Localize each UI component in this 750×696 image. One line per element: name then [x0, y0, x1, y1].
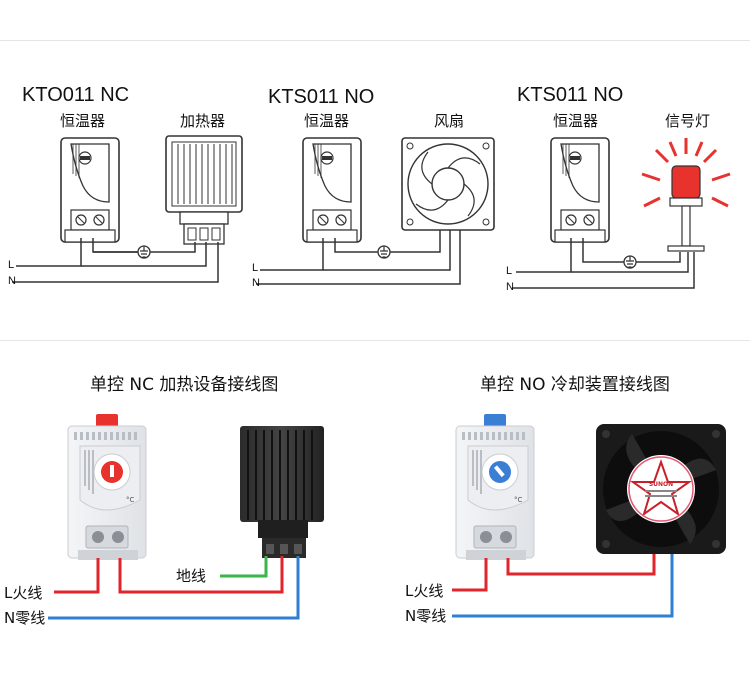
diagram2-device-label: 风扇 [434, 112, 465, 130]
signal-lamp-icon [641, 138, 731, 252]
no-wires [452, 554, 674, 618]
top-schematics [12, 135, 731, 289]
diagram1-thermostat-label: 恒温器 [60, 112, 106, 130]
fan-photo: SUNON [596, 424, 726, 554]
diagram1-device-label: 加热器 [180, 112, 226, 130]
fan-icon [401, 137, 495, 231]
nc-ground-label: 地线 [176, 567, 207, 585]
diagram2-wires [256, 230, 461, 285]
nc-live-label: L火线 [4, 584, 43, 602]
diagram3-line-n: N [506, 281, 514, 293]
top-divider [0, 40, 750, 41]
diagram3-thermostat-label: 恒温器 [553, 112, 599, 130]
svg-text:°C: °C [514, 496, 523, 504]
diagram1-wires [12, 238, 219, 283]
diagram3-model: KTS011 NO [517, 84, 624, 106]
nc-neutral-label: N零线 [4, 609, 46, 627]
diagram3-line-l: L [506, 265, 513, 277]
diagram1-line-n: N [8, 275, 16, 287]
heater-photo [240, 426, 324, 558]
no-live-label: L火线 [405, 582, 444, 600]
diagram3-device-label: 信号灯 [665, 112, 711, 130]
no-neutral-label: N零线 [405, 607, 447, 625]
middle-divider [0, 340, 750, 341]
diagram1-line-l: L [8, 259, 15, 271]
no-thermostat-photo: °C [455, 414, 535, 560]
diagram1-model: KTO011 NC [22, 84, 130, 106]
diagram3-wires [512, 238, 695, 289]
diagram2-thermostat-label: 恒温器 [304, 112, 350, 130]
svg-text:SUNON: SUNON [649, 481, 673, 488]
bottom-left-title: 单控 NC 加热设备接线图 [90, 375, 279, 395]
bottom-right-title: 单控 NO 冷却装置接线图 [480, 375, 670, 395]
diagram2-line-n: N [252, 277, 260, 289]
diagram2-model: KTS011 NO [268, 86, 375, 108]
diagram2-line-l: L [252, 262, 259, 274]
nc-wires [48, 556, 300, 620]
heater-icon [165, 135, 243, 245]
svg-text:°C: °C [126, 496, 135, 504]
nc-thermostat-photo: °C [67, 414, 147, 560]
